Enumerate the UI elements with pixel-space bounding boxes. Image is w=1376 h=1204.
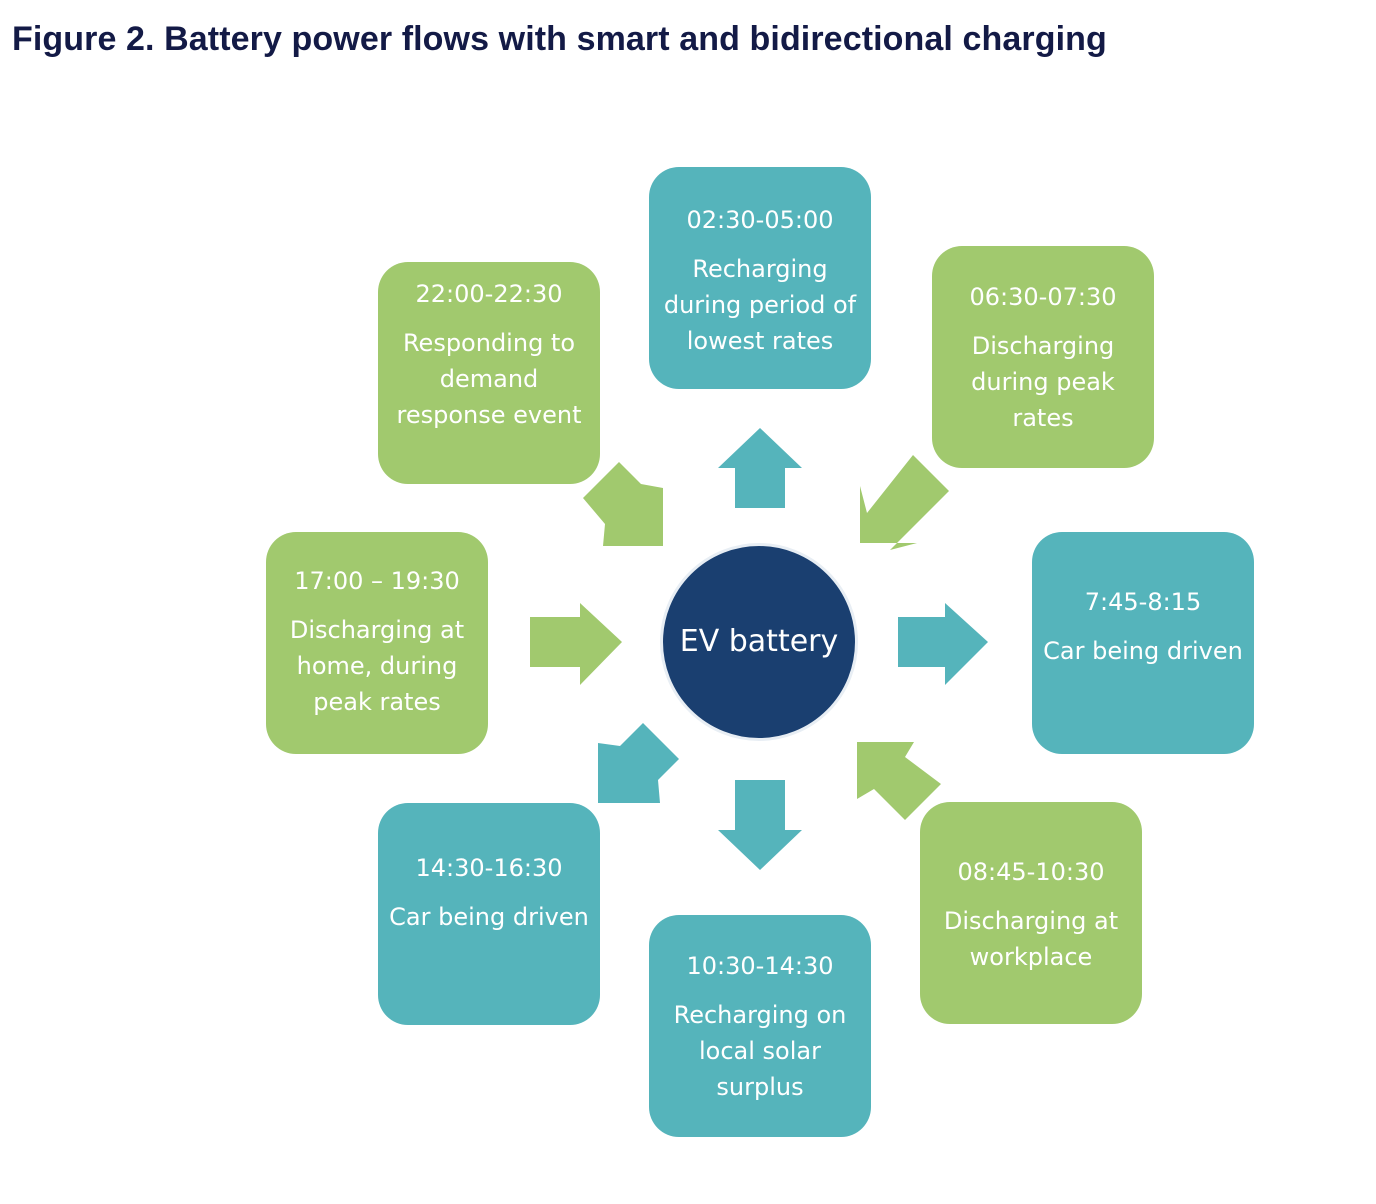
node-recharging-solar-surplus: 10:30-14:30 Recharging on local solar su…: [649, 915, 871, 1137]
arrow-to-car-driven-morning: [898, 603, 988, 685]
node-car-driven-afternoon: 14:30-16:30 Car being driven: [378, 803, 600, 1025]
arrow-from-discharging-peak-rates: [860, 455, 949, 550]
node-time: 06:30-07:30: [969, 283, 1117, 311]
node-description: Discharging at workplace: [943, 907, 1119, 971]
node-recharging-lowest-rates: 02:30-05:00 Recharging during period of …: [649, 167, 871, 389]
node-demand-response: 22:00-22:30 Responding to demand respons…: [378, 262, 600, 484]
node-description: Responding to demand response event: [396, 329, 582, 429]
arrow-from-discharging-workplace: [857, 742, 941, 820]
node-description: Recharging during period of lowest rates: [663, 255, 857, 355]
node-time: 7:45-8:15: [1084, 588, 1202, 616]
arrow-to-recharging-lowest-rates: [718, 428, 802, 508]
figure-title: Figure 2. Battery power flows with smart…: [12, 20, 1107, 58]
node-discharging-home: 17:00 – 19:30 Discharging at home, durin…: [266, 532, 488, 754]
node-time: 14:30-16:30: [415, 854, 563, 882]
node-description: Car being driven: [389, 903, 589, 931]
ev-battery-label: EV battery: [679, 624, 839, 659]
node-car-driven-morning: 7:45-8:15 Car being driven: [1032, 532, 1254, 754]
arrow-from-discharging-home: [530, 603, 622, 685]
node-discharging-peak-rates: 06:30-07:30 Discharging during peak rate…: [932, 246, 1154, 468]
node-description: Discharging during peak rates: [971, 332, 1115, 432]
node-discharging-workplace: 08:45-10:30 Discharging at workplace: [920, 802, 1142, 1024]
arrow-to-recharging-solar: [718, 780, 802, 870]
arrow-from-demand-response: [583, 462, 663, 546]
node-time: 22:00-22:30: [415, 280, 563, 308]
node-time: 17:00 – 19:30: [294, 567, 460, 595]
ev-battery-circle: EV battery: [660, 543, 858, 741]
arrow-to-car-driven-afternoon: [598, 723, 679, 803]
node-time: 10:30-14:30: [686, 952, 834, 980]
node-time: 02:30-05:00: [686, 206, 834, 234]
node-description: Discharging at home, during peak rates: [289, 616, 465, 716]
node-time: 08:45-10:30: [957, 858, 1105, 886]
node-description: Recharging on local solar surplus: [673, 1001, 847, 1101]
node-description: Car being driven: [1043, 637, 1243, 665]
